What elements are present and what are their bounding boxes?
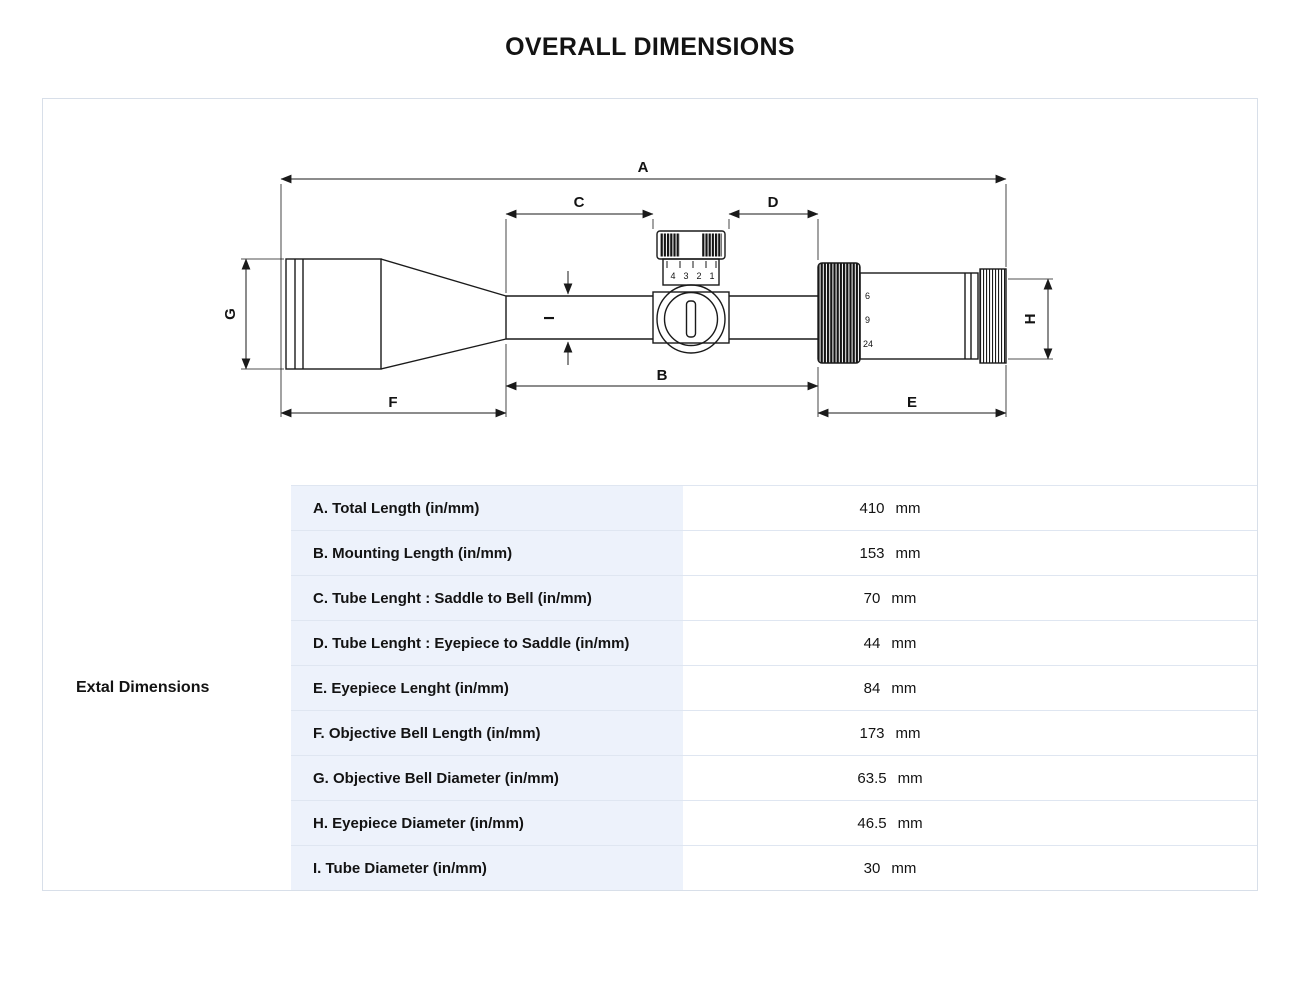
scope-diagram: 4 3 2 1 6 9 24 (43, 99, 1257, 485)
dimension-label: C. Tube Lenght : Saddle to Bell (in/mm) (291, 576, 683, 620)
scope-technical-drawing: 4 3 2 1 6 9 24 (222, 159, 1053, 418)
magnification-ring (817, 262, 861, 364)
dimension-label: D. Tube Lenght : Eyepiece to Saddle (in/… (291, 621, 683, 665)
dimension-lines (241, 174, 1053, 418)
dimension-value-unit: mm (897, 814, 923, 832)
table-row: D. Tube Lenght : Eyepiece to Saddle (in/… (291, 621, 1257, 666)
dim-label-c: C (574, 194, 585, 211)
objective-bell (285, 258, 382, 370)
table-row: B. Mounting Length (in/mm) 153 mm (291, 531, 1257, 576)
dim-label-h: H (1022, 314, 1039, 325)
table-row: C. Tube Lenght : Saddle to Bell (in/mm) … (291, 576, 1257, 621)
turret-coin-slot (685, 300, 697, 338)
turret-dial-numbers: 4 3 2 1 (670, 271, 714, 281)
dimension-value: 44 mm (683, 621, 1257, 665)
turret-dial-number: 4 (670, 271, 675, 281)
dimensions-panel: 4 3 2 1 6 9 24 (42, 98, 1258, 891)
dimension-value-number: 44 (863, 634, 881, 652)
power-number: 9 (865, 315, 870, 325)
dimension-value-number: 30 (863, 859, 881, 877)
page-title: OVERALL DIMENSIONS (505, 33, 795, 61)
turret-dial-number: 3 (683, 271, 688, 281)
dimension-value-unit: mm (895, 544, 921, 562)
turret-dial-ticks (666, 261, 717, 268)
dimension-value: 70 mm (683, 576, 1257, 620)
table-row: H. Eyepiece Diameter (in/mm) 46.5 mm (291, 801, 1257, 846)
turret-dial-number: 2 (696, 271, 701, 281)
dimension-value: 63.5 mm (683, 756, 1257, 800)
dimension-value: 153 mm (683, 531, 1257, 575)
dimension-value-unit: mm (891, 859, 917, 877)
table-category-label: Extal Dimensions (76, 678, 210, 696)
dimension-value: 84 mm (683, 666, 1257, 710)
table-row: F. Objective Bell Length (in/mm) 173 mm (291, 711, 1257, 756)
dim-label-b: B (657, 367, 668, 384)
scope-outline (285, 230, 1007, 370)
dim-label-e: E (907, 394, 917, 411)
turret-knurl-left (660, 233, 680, 257)
table-row: I. Tube Diameter (in/mm) 30 mm (291, 846, 1257, 890)
dimension-labels: A C D G I B F E H (222, 159, 1039, 411)
table-rows: A. Total Length (in/mm) 410 mm B. Mounti… (291, 485, 1257, 890)
turret-dial-band (662, 258, 720, 286)
dimension-value-number: 63.5 (857, 769, 887, 787)
dimension-value-unit: mm (895, 724, 921, 742)
power-number: 6 (865, 291, 870, 301)
dimension-value-number: 70 (863, 589, 881, 607)
dimension-value-unit: mm (891, 589, 917, 607)
dimension-value-number: 46.5 (857, 814, 887, 832)
table-category-cell: Extal Dimensions (43, 485, 291, 890)
dim-label-i: I (541, 316, 558, 320)
dimension-label: H. Eyepiece Diameter (in/mm) (291, 801, 683, 845)
dimension-label: E. Eyepiece Lenght (in/mm) (291, 666, 683, 710)
dim-label-a: A (638, 159, 649, 176)
dimension-value-number: 84 (863, 679, 881, 697)
dimension-value-unit: mm (897, 769, 923, 787)
main-tube-rear (729, 295, 818, 340)
dimensions-table: Extal Dimensions A. Total Length (in/mm)… (43, 485, 1257, 890)
dimension-label: G. Objective Bell Diameter (in/mm) (291, 756, 683, 800)
power-ring-numbers: 6 9 24 (863, 291, 873, 349)
dim-label-g: G (222, 308, 239, 320)
extension-lines (241, 184, 1053, 417)
dimension-value-unit: mm (891, 634, 917, 652)
table-row: E. Eyepiece Lenght (in/mm) 84 mm (291, 666, 1257, 711)
power-number: 24 (863, 339, 873, 349)
dim-label-d: D (768, 194, 779, 211)
dimension-label: B. Mounting Length (in/mm) (291, 531, 683, 575)
dimension-value: 30 mm (683, 846, 1257, 890)
dimension-label: I. Tube Diameter (in/mm) (291, 846, 683, 890)
dimension-value-unit: mm (891, 679, 917, 697)
dim-label-f: F (388, 394, 397, 411)
dimension-value: 410 mm (683, 486, 1257, 530)
dimension-value-unit: mm (895, 499, 921, 517)
bell-taper (380, 258, 507, 370)
eyepiece-body (859, 272, 979, 360)
table-row: A. Total Length (in/mm) 410 mm (291, 486, 1257, 531)
dimension-value: 46.5 mm (683, 801, 1257, 845)
dimension-label: A. Total Length (in/mm) (291, 486, 683, 530)
dimension-value-number: 153 (859, 544, 885, 562)
eyepiece-knurled-end (979, 268, 1007, 364)
main-tube-front (506, 295, 653, 340)
table-row: G. Objective Bell Diameter (in/mm) 63.5 … (291, 756, 1257, 801)
dimension-value-number: 410 (859, 499, 885, 517)
turret-dial-number: 1 (709, 271, 714, 281)
dimension-value-number: 173 (859, 724, 885, 742)
turret-knurl-right (702, 233, 722, 257)
dimension-value: 173 mm (683, 711, 1257, 755)
dimension-label: F. Objective Bell Length (in/mm) (291, 711, 683, 755)
windage-turret-cap-inner (663, 291, 719, 347)
